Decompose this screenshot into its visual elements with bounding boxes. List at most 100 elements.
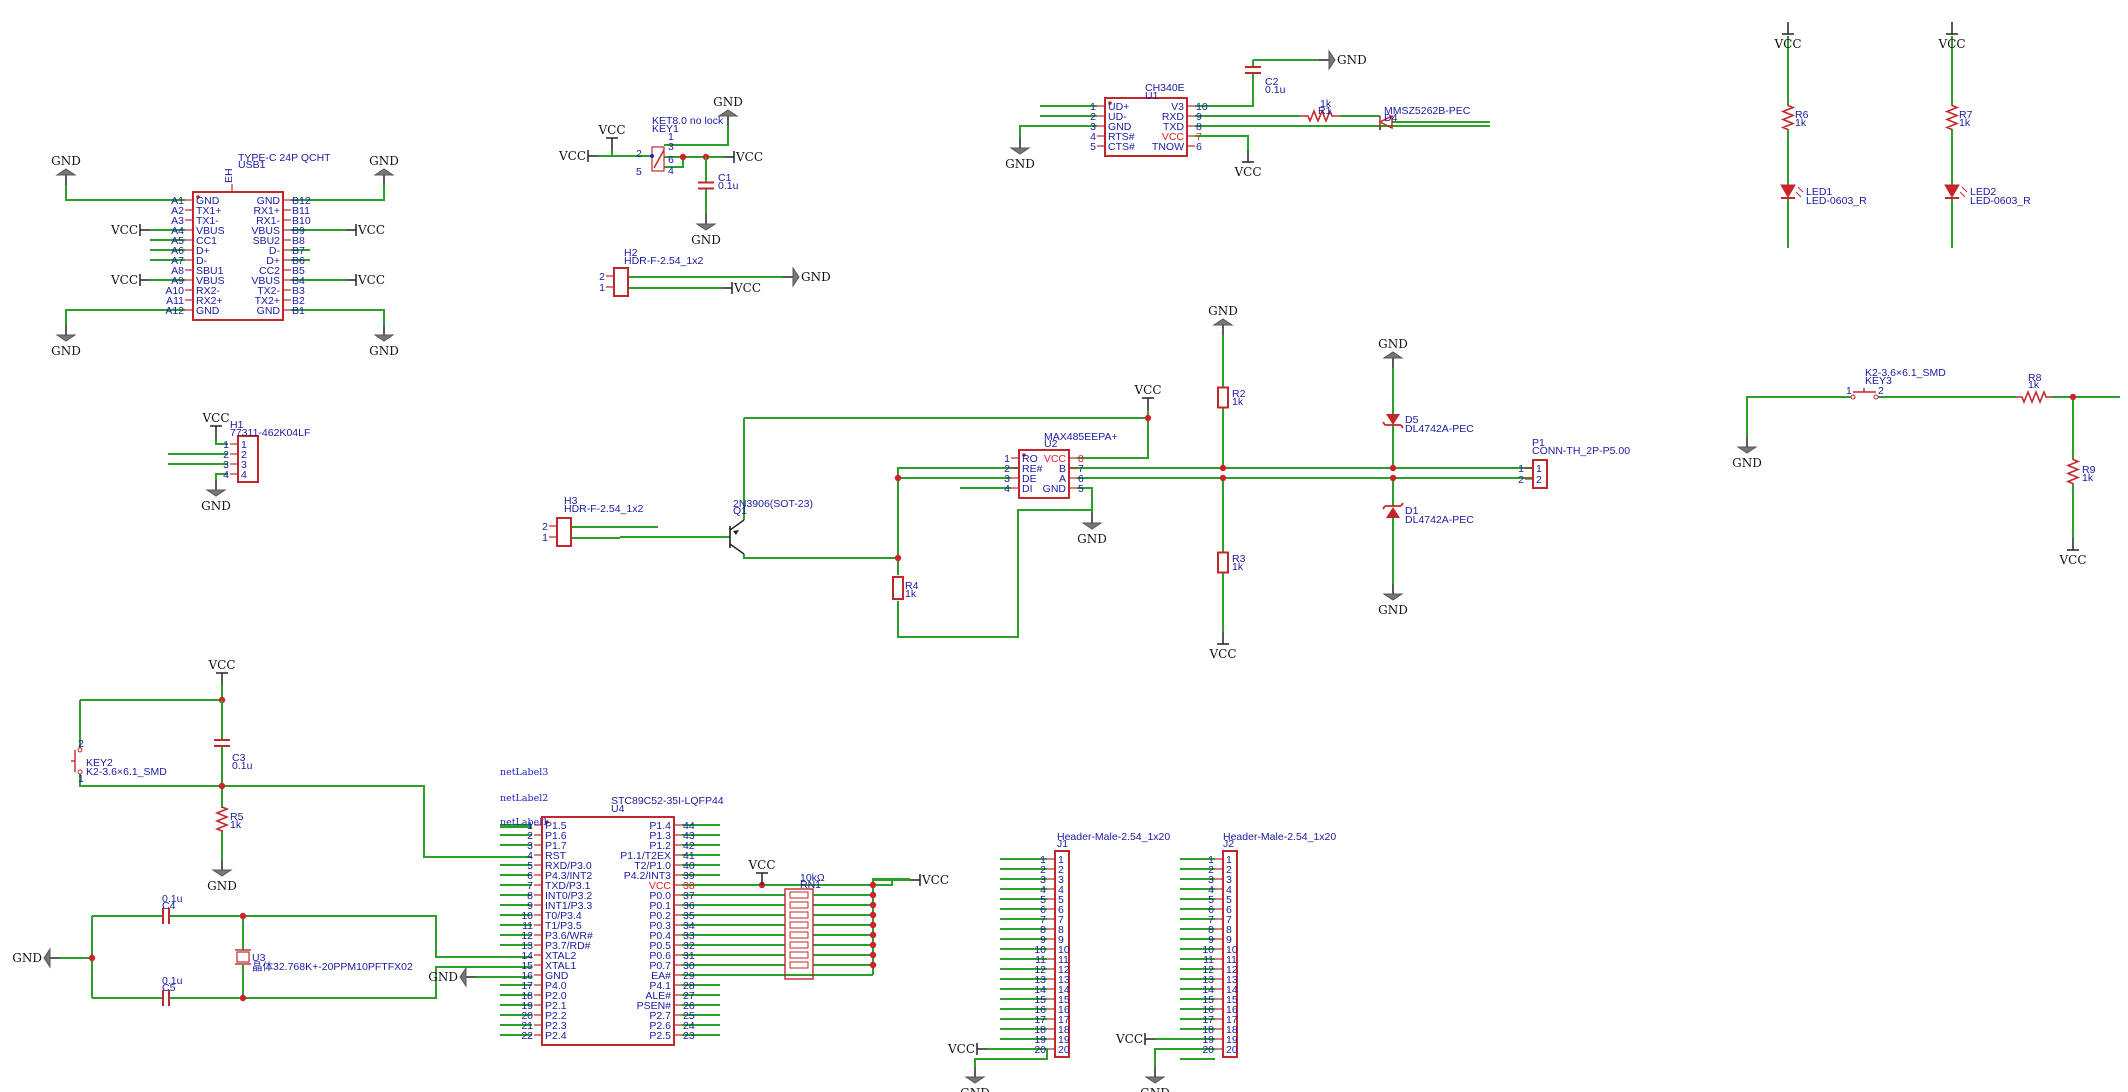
key2-contact — [77, 747, 83, 753]
u4-value: STC89C52-35I-LQFP44 — [611, 795, 724, 807]
gnd-r5-label: GND — [207, 879, 237, 893]
r4-value: 1k — [905, 588, 917, 600]
j1-pin-name: 4 — [1058, 884, 1064, 896]
usb1-pin-name: CC1 — [196, 235, 217, 247]
u1-pin-number: 6 — [1196, 141, 1202, 153]
gnd-h2 — [792, 266, 800, 288]
gnd-c2-label: GND — [1337, 53, 1367, 67]
usb1-pin-number: A12 — [165, 305, 184, 317]
u4-pin-name: P4.2/INT3 — [624, 870, 671, 882]
usb1-pin-number: B8 — [292, 235, 305, 247]
gnd-usb-br-label: GND — [369, 344, 399, 358]
net-label: netLabel3 — [500, 767, 548, 778]
u4-pin-number: 43 — [683, 830, 695, 842]
wire — [1154, 1048, 1215, 1067]
usb1-pin-name: GND — [196, 305, 220, 317]
j1-pin-name: 6 — [1058, 904, 1064, 916]
d5-symbol — [1386, 414, 1400, 425]
h2-ref: H2 — [624, 247, 638, 259]
u4-pin-name: P0.7 — [649, 960, 671, 972]
led2-led-ray — [1961, 186, 1968, 193]
junction-dot — [869, 921, 877, 929]
u4-pin-number: 4 — [527, 850, 533, 862]
j1-pin-number: 10 — [1034, 944, 1046, 956]
u4-pin-name: TXD/P3.1 — [545, 880, 591, 892]
junction-dot — [869, 881, 877, 889]
usb1-pin-name: VBUS — [251, 275, 280, 287]
j2-pin-number: 15 — [1202, 994, 1214, 1006]
u2-pin-number: 5 — [1078, 483, 1084, 495]
junction-dot — [869, 951, 877, 959]
wires-layer — [60, 36, 2120, 1067]
j1-pin-name: 20 — [1058, 1044, 1070, 1056]
usb1-pin-number: A7 — [171, 255, 184, 267]
usb1-pin-number: B3 — [292, 285, 305, 297]
j2-pin-name: 12 — [1226, 964, 1238, 976]
u4-pin-name: PSEN# — [637, 1000, 672, 1012]
u2-pin-name: RO — [1022, 453, 1038, 465]
h3-pin-number: 1 — [542, 532, 548, 544]
c3-ref: C3 — [232, 752, 246, 764]
key2-contact — [77, 769, 83, 775]
wire — [243, 966, 532, 999]
wire — [1077, 418, 1149, 459]
u4-pin-number: 22 — [521, 1030, 533, 1042]
wire — [1019, 125, 1097, 138]
u2-body — [1018, 449, 1070, 499]
led1-led-ray — [1797, 186, 1804, 193]
u1-pin-number: 9 — [1196, 111, 1202, 123]
u4-pin-number: 12 — [521, 930, 533, 942]
j2-pin-name: 15 — [1226, 994, 1238, 1006]
junction-dot — [218, 782, 226, 790]
usb1-pin-number: B2 — [292, 295, 305, 307]
wire — [873, 879, 910, 886]
usb1-ref: USB1 — [238, 159, 266, 171]
wire — [222, 785, 532, 858]
u2-value: MAX485EEPA+ — [1044, 431, 1118, 443]
wire — [1195, 135, 1249, 150]
c5-value: 0.1u — [162, 975, 183, 987]
u4-pin-number: 42 — [683, 840, 695, 852]
gnd-r2-label: GND — [1208, 304, 1238, 318]
u4-pin-number: 37 — [683, 890, 695, 902]
vcc-usb-b4-label: VCC — [357, 273, 385, 287]
h1-pin-number: 2 — [223, 449, 229, 461]
j1-pin-name: 16 — [1058, 1004, 1070, 1016]
u4-pin-name: VCC — [649, 880, 672, 892]
usb1-pin-number: B1 — [292, 305, 305, 317]
u4-pin-name: P4.3/INT2 — [545, 870, 592, 882]
usb1-pin-name: GND — [257, 305, 281, 317]
rn1-element — [789, 931, 809, 939]
key2-pin-number: 1 — [78, 773, 84, 785]
rn1-body — [784, 888, 814, 980]
u2-pin-number: 2 — [1004, 463, 1010, 475]
j1-pin-name: 1 — [1058, 854, 1064, 866]
usb1-pin-name: TX1- — [196, 215, 219, 227]
h3-body — [556, 517, 572, 547]
h1-pin-name: 1 — [241, 439, 247, 451]
u4-pin-number: 24 — [683, 1020, 695, 1032]
u4-pin-name: P2.0 — [545, 990, 567, 1002]
c4-value: 0.1u — [162, 893, 183, 905]
u4-pin-name: P2.5 — [649, 1030, 671, 1042]
u2-pin-name: GND — [1043, 483, 1067, 495]
junction-dot — [88, 954, 96, 962]
gnd-usb-tl — [55, 168, 77, 176]
u4-pin-number: 26 — [683, 1000, 695, 1012]
gnd-r5 — [211, 869, 233, 877]
led1-led-ref: LED1 — [1806, 186, 1832, 198]
u4-pin-number: 20 — [521, 1010, 533, 1022]
j1-pin-number: 1 — [1040, 854, 1046, 866]
usb1-value: TYPE-C 24P QCHT — [238, 152, 331, 164]
key1-value: KET8.0 no lock — [652, 115, 724, 127]
j1-pin-name: 14 — [1058, 984, 1070, 996]
u1-pin-name: TXD — [1163, 121, 1184, 133]
j1-pin-number: 20 — [1034, 1044, 1046, 1056]
u4-pin-number: 10 — [521, 910, 533, 922]
u1-body — [1104, 97, 1188, 157]
j2-pin-name: 17 — [1226, 1014, 1238, 1026]
usb1-pin-name: GND — [196, 195, 220, 207]
u2-pin-number: 8 — [1078, 453, 1084, 465]
u4-pin-name: P0.6 — [649, 950, 671, 962]
j1-pin-name: 9 — [1058, 934, 1064, 946]
